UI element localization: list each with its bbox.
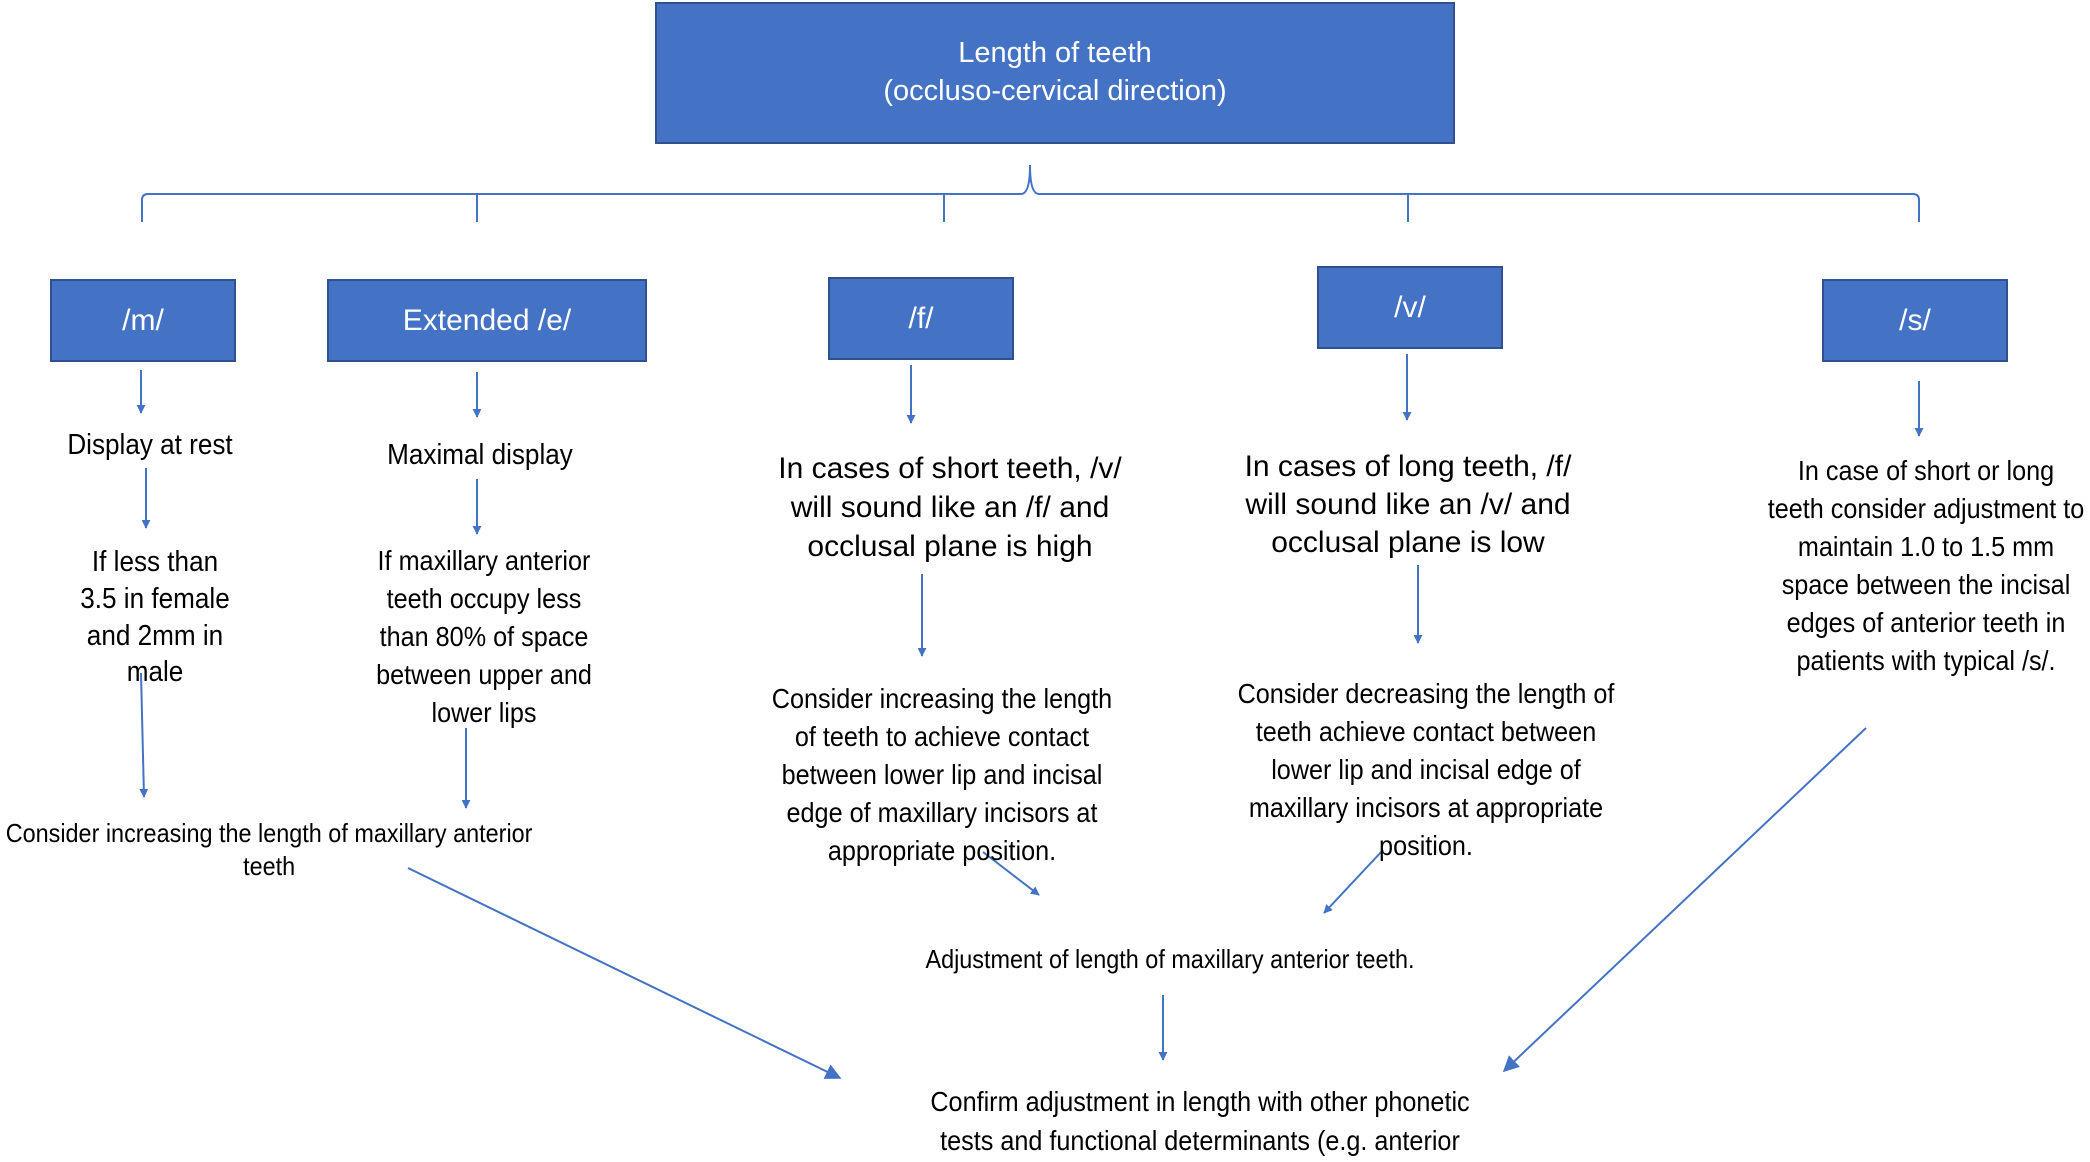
v-case-text: In cases of long teeth, /f/ will sound l… [1244, 450, 1572, 560]
category-box-extended-e: Extended /e/ [327, 279, 647, 362]
title-line-1: Length of teeth [958, 37, 1152, 70]
f-case-text: In cases of short teeth, /v/ will sound … [778, 452, 1122, 563]
arrow-f-consider-to-adjustment [982, 851, 1040, 896]
title-brace [141, 164, 1920, 222]
f-consider-text: Consider increasing the length of teeth … [771, 683, 1113, 867]
e-threshold-text: If maxillary anterior teeth occupy less … [376, 545, 592, 729]
category-box-m: /m/ [50, 279, 236, 362]
confirm-text: Confirm adjustment in length with other … [930, 1086, 1470, 1156]
m-display-text: Display at rest [67, 429, 233, 461]
m-e-consider-text: Consider increasing the length of maxill… [5, 818, 533, 882]
arrow-m-threshold-to-consider [139, 672, 149, 798]
category-box-f: /f/ [828, 277, 1014, 360]
s-consider-text: In case of short or long teeth consider … [1767, 455, 2085, 677]
arrow-me-consider-to-confirm [407, 867, 842, 1079]
e-display-text: Maximal display [387, 439, 573, 471]
category-box-s: /s/ [1822, 279, 2008, 362]
v-consider-text: Consider decreasing the length of teeth … [1237, 678, 1615, 862]
category-box-v: /v/ [1317, 266, 1503, 349]
arrow-s-consider-to-confirm [1502, 727, 1867, 1073]
m-threshold-text: If less than 3.5 in female and 2mm in ma… [80, 546, 230, 689]
arrow-v-consider-to-adjustment [1323, 849, 1384, 914]
title-box: Length of teeth (occluso-cervical direct… [655, 2, 1455, 144]
title-line-2: (occluso-cervical direction) [883, 75, 1227, 107]
adjustment-text: Adjustment of length of maxillary anteri… [925, 944, 1415, 974]
